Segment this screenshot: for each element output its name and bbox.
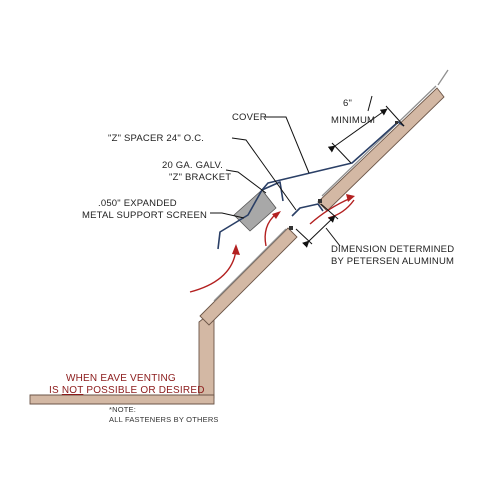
label-spacer: "Z" SPACER 24" O.C. — [108, 133, 204, 144]
leader-spacer — [231, 137, 297, 211]
warning-suffix: POSSIBLE OR DESIRED — [83, 385, 204, 396]
label-minimum: MINIMUM — [331, 115, 375, 126]
lower-roof-deck — [199, 227, 298, 326]
airflow-arrow-intake — [189, 249, 237, 293]
upper-roof-deck — [317, 87, 445, 212]
floor-slab — [29, 394, 215, 405]
expanded-metal-screen — [233, 189, 277, 232]
leader-cover — [265, 116, 310, 174]
pet-dim-line — [302, 215, 336, 248]
pet-dim-ext-left — [295, 228, 313, 245]
ridge-shingle-tip — [437, 69, 449, 86]
label-bracket-1: 20 GA. GALV. — [162, 160, 223, 171]
label-dimension-2: BY PETERSEN ALUMINUM — [331, 256, 454, 267]
min-dim-line — [327, 108, 388, 153]
min-dim-ext-right — [385, 105, 405, 127]
label-screen-2: METAL SUPPORT SCREEN — [82, 210, 207, 221]
label-minimum-value: 6" — [343, 98, 352, 109]
label-cover: COVER — [232, 112, 267, 123]
warning-line-2: IS NOT POSSIBLE OR DESIRED — [49, 385, 205, 396]
min-dim-tick — [367, 95, 373, 112]
warning-emphasis: NOT — [62, 385, 84, 396]
fastener-1 — [289, 226, 293, 230]
z-spacer — [291, 203, 324, 217]
fastener-3 — [395, 121, 398, 124]
fastener-2 — [318, 199, 322, 203]
label-screen-1: .050" EXPANDED — [98, 198, 177, 209]
warning-line-1: WHEN EAVE VENTING — [66, 373, 176, 384]
upper-shingle-line — [321, 85, 437, 197]
z-bracket — [217, 181, 284, 250]
label-dimension-1: DIMENSION DETERMINED — [331, 244, 454, 255]
note-heading: *NOTE: — [109, 405, 136, 414]
min-dim-ext-left — [331, 142, 352, 164]
label-bracket-2: "Z" BRACKET — [169, 172, 231, 183]
warning-prefix: IS — [49, 385, 62, 396]
vent-cover — [261, 121, 405, 191]
note-body: ALL FASTENERS BY OTHERS — [109, 415, 219, 424]
leader-bracket — [225, 169, 267, 194]
lower-shingle-line — [213, 228, 287, 302]
leader-screen — [210, 212, 245, 219]
